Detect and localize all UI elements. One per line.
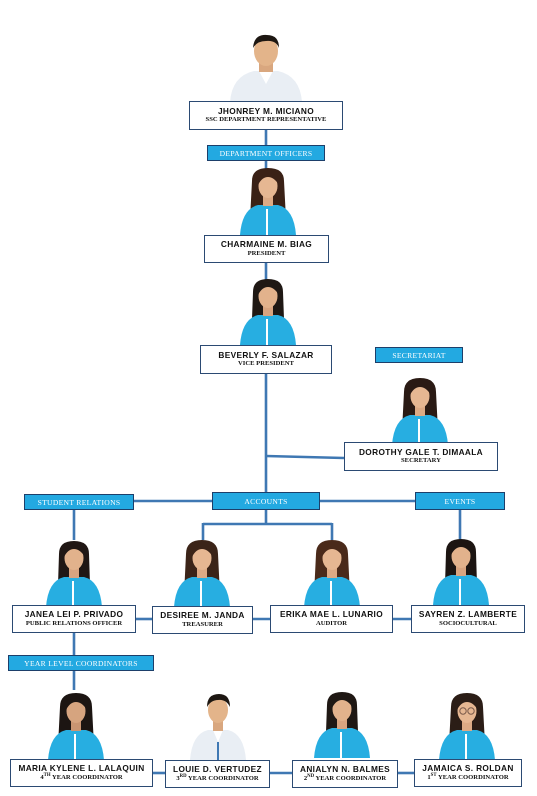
photo-privado — [46, 541, 102, 607]
header-student-relations: STUDENT RELATIONS — [24, 494, 134, 510]
photo-lunario — [304, 540, 360, 607]
photo-roldan — [439, 693, 495, 760]
photo-miciano — [230, 34, 302, 102]
member-name: JAMAICA S. ROLDAN — [422, 762, 514, 773]
member-role: PRESIDENT — [247, 249, 286, 257]
member-role: 3RD YEAR COORDINATOR — [176, 774, 259, 783]
name-card-secretary: DOROTHY GALE T. DIMAALA SECRETARY — [344, 442, 498, 471]
member-name: ERIKA MAE L. LUNARIO — [279, 609, 384, 620]
photo-salazar — [240, 279, 296, 345]
name-card-pro: JANEA LEI P. PRIVADO PUBLIC RELATIONS OF… — [12, 605, 136, 633]
member-name: DOROTHY GALE T. DIMAALA — [358, 446, 484, 457]
member-role: PUBLIC RELATIONS OFFICER — [25, 619, 123, 627]
member-name: MARIA KYLENE L. LALAQUIN — [18, 762, 145, 773]
name-card-coordinator-2nd: ANIALYN N. BALMES 2ND YEAR COORDINATOR — [292, 760, 398, 788]
name-card-sociocultural: SAYREN Z. LAMBERTE SOCIOCULTURAL — [411, 605, 525, 633]
connector-line — [265, 454, 345, 460]
name-card-representative: JHONREY M. MICIANO SSC DEPARTMENT REPRES… — [189, 101, 343, 130]
photo-lalaquin — [48, 693, 104, 760]
member-role: SOCIOCULTURAL — [439, 619, 497, 627]
member-name: DESIREE M. JANDA — [160, 610, 245, 621]
member-role: 2ND YEAR COORDINATOR — [303, 774, 387, 783]
member-role: AUDITOR — [315, 619, 348, 627]
member-name: ANIALYN N. BALMES — [299, 763, 390, 774]
member-role: SSC DEPARTMENT REPRESENTATIVE — [205, 116, 327, 124]
header-year-level-coordinators: YEAR LEVEL COORDINATORS — [8, 655, 154, 671]
name-card-coordinator-3rd: LOUIE D. VERTUDEZ 3RD YEAR COORDINATOR — [165, 760, 270, 788]
member-name: JHONREY M. MICIANO — [217, 105, 315, 116]
name-card-coordinator-4th: MARIA KYLENE L. LALAQUIN 4TH YEAR COORDI… — [10, 759, 153, 787]
name-card-coordinator-1st: JAMAICA S. ROLDAN 1ST YEAR COORDINATOR — [414, 759, 522, 787]
photo-janda — [174, 540, 230, 607]
member-name: JANEA LEI P. PRIVADO — [24, 609, 124, 620]
name-card-president: CHARMAINE M. BIAG PRESIDENT — [204, 235, 329, 263]
photo-dimaala — [392, 378, 448, 445]
name-card-treasurer: DESIREE M. JANDA TREASURER — [152, 606, 253, 634]
member-name: BEVERLY F. SALAZAR — [218, 349, 314, 360]
member-role: SECRETARY — [401, 457, 441, 465]
name-card-vice-president: BEVERLY F. SALAZAR VICE PRESIDENT — [200, 345, 332, 374]
member-name: CHARMAINE M. BIAG — [220, 239, 313, 250]
header-secretariat: SECRETARIAT — [375, 347, 463, 363]
photo-balmes — [314, 692, 370, 758]
member-name: LOUIE D. VERTUDEZ — [173, 763, 262, 774]
header-department-officers: DEPARTMENT OFFICERS — [207, 145, 325, 161]
member-role: 4TH YEAR COORDINATOR — [40, 773, 123, 782]
photo-biag — [240, 168, 296, 235]
member-role: TREASURER — [182, 620, 223, 628]
photo-vertudez — [190, 694, 246, 760]
name-card-auditor: ERIKA MAE L. LUNARIO AUDITOR — [270, 605, 393, 633]
header-events: EVENTS — [415, 492, 505, 510]
member-role: 1ST YEAR COORDINATOR — [427, 773, 509, 782]
member-name: SAYREN Z. LAMBERTE — [418, 609, 518, 620]
member-role: VICE PRESIDENT — [238, 360, 294, 368]
photo-lamberte — [433, 539, 489, 605]
header-accounts: ACCOUNTS — [212, 492, 320, 510]
